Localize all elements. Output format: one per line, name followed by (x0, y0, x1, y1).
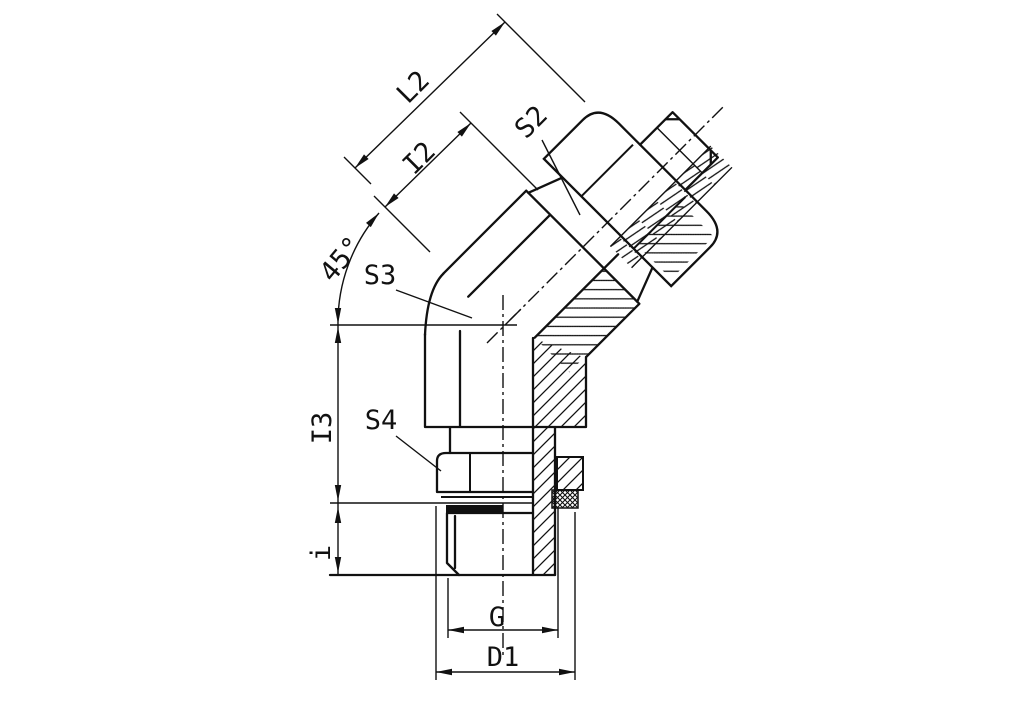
dim-label-l2: L2 (391, 65, 436, 110)
arm-cone-neck (527, 176, 654, 303)
dim-label-d1: D1 (487, 642, 520, 673)
arm-wall-section-hatch (535, 269, 639, 373)
nut-section-hatch (637, 203, 714, 280)
dim-line-l2 (343, 13, 586, 185)
elbow-arm-group (442, 105, 733, 373)
dim-label-i: i (306, 545, 337, 561)
body-outline (423, 329, 557, 455)
leader-s3 (395, 289, 473, 319)
bend-outer-fillet (423, 272, 445, 337)
stud-thread-left (445, 511, 535, 577)
dim-label-g: G (489, 602, 505, 633)
locknut-outline (435, 451, 535, 494)
dim-label-i2: I2 (397, 136, 442, 181)
ext-lines-g-d1 (435, 506, 576, 680)
leader-s2 (541, 139, 581, 216)
dim-label-i3: I3 (307, 412, 338, 445)
dimension-arrowheads (334, 22, 575, 676)
body-wall-section-hatch (533, 338, 586, 575)
swivel-nut-outline (542, 111, 719, 288)
dim-label-s4: S4 (365, 405, 398, 436)
thread-band-edges (609, 145, 733, 269)
arm-hex-outline (442, 189, 641, 358)
gland-section-block (556, 456, 584, 491)
body-wall-outline (531, 336, 588, 577)
arm-centerline (509, 105, 725, 321)
thread-engagement-ticks (610, 146, 732, 268)
bend-centerline-tick (486, 308, 522, 344)
o-ring-section (551, 489, 579, 509)
o-ring-front (446, 505, 503, 513)
dim-label-s3: S3 (364, 260, 397, 291)
leader-s4 (395, 435, 442, 472)
dim-line-i2 (373, 111, 539, 253)
dim-label-s2: S2 (509, 100, 554, 145)
